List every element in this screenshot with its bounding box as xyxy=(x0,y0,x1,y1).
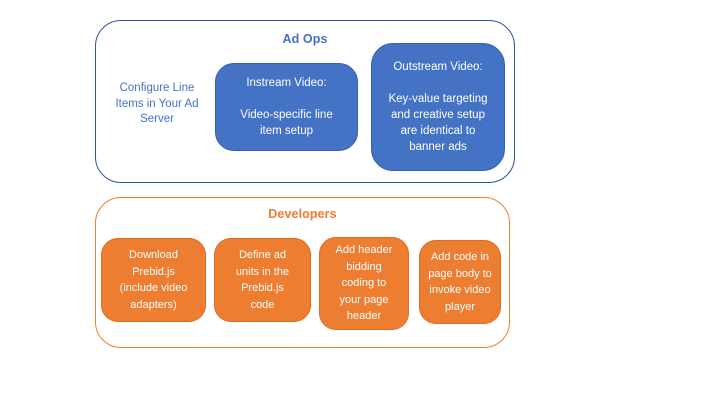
developers-title: Developers xyxy=(268,207,337,221)
ad-ops-title: Ad Ops xyxy=(282,32,328,46)
configure-line-items-note: Configure Line Items in Your Ad Server xyxy=(115,82,199,125)
developers-section: Developers Download Prebid.js (include v… xyxy=(95,197,510,348)
outstream-video-box: Outstream Video: Key-value targeting and… xyxy=(371,43,505,171)
add-page-body-code-box: Add code in page body to invoke video pl… xyxy=(419,240,501,324)
ad-ops-section: Ad Ops Configure Line Items in Your Ad S… xyxy=(95,20,515,183)
define-ad-units-box: Define ad units in the Prebid.js code xyxy=(214,238,311,322)
instream-video-box: Instream Video: Video-specific line item… xyxy=(215,63,358,151)
add-header-bidding-box: Add header bidding coding to your page h… xyxy=(319,237,409,330)
download-prebid-box: Download Prebid.js (include video adapte… xyxy=(101,238,206,322)
